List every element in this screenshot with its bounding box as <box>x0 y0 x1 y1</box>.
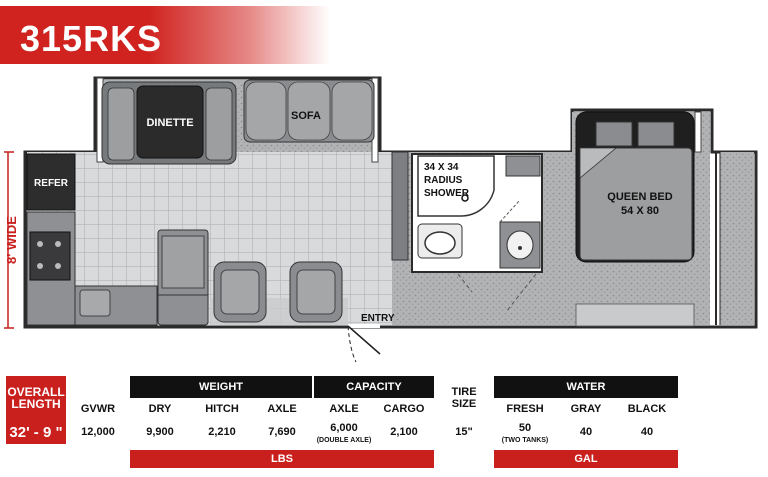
black-label: BLACK <box>627 403 667 415</box>
width-label: 8' WIDE <box>4 216 19 264</box>
axle-value: 7,690 <box>268 426 296 438</box>
capacity-axle-label: AXLE <box>329 403 359 415</box>
capacity-header: CAPACITY <box>314 376 434 398</box>
black-value: 40 <box>640 426 654 438</box>
kitchen-counter <box>26 211 158 326</box>
capacity-axle-note: (DOUBLE AXLE) <box>316 436 372 444</box>
queen-bed: QUEEN BED 54 X 80 <box>575 111 695 263</box>
wardrobe <box>575 303 695 327</box>
hitch-value: 2,210 <box>208 426 236 438</box>
dry-value: 9,900 <box>146 426 174 438</box>
sofa-label: SOFA <box>291 110 321 122</box>
shower-radius-label: RADIUS <box>424 175 463 186</box>
fresh-note: (TWO TANKS) <box>501 436 549 444</box>
entry-label: ENTRY <box>361 313 395 324</box>
axle-label: AXLE <box>267 403 297 415</box>
tire-size-value: 15" <box>455 426 473 438</box>
model-name: 315RKS <box>20 18 163 59</box>
shower-label: SHOWER <box>424 188 470 199</box>
kitchen-island <box>157 229 209 326</box>
entry-door: ENTRY <box>347 313 395 363</box>
rear-closet <box>720 152 754 325</box>
fresh-value: 50(TWO TANKS) <box>494 420 556 448</box>
floor-plan: 8' WIDE DINETTE SOFA REFER <box>4 76 758 363</box>
bathroom: 34 X 34 RADIUS SHOWER <box>411 153 543 273</box>
dry-label: DRY <box>148 403 172 415</box>
bed-size-label: 54 X 80 <box>621 205 659 217</box>
refer-label: REFER <box>34 178 69 189</box>
lbs-unit: LBS <box>130 450 434 468</box>
gal-unit: GAL <box>494 450 678 468</box>
model-title-banner: 315RKS <box>0 6 330 64</box>
gvwr-value: 12,000 <box>81 426 115 438</box>
gvwr-label: GVWR <box>80 403 116 415</box>
sofa: SOFA <box>243 79 375 143</box>
cargo-label: CARGO <box>383 403 425 415</box>
fresh-label: FRESH <box>506 403 544 415</box>
gray-label: GRAY <box>570 403 602 415</box>
dinette-label: DINETTE <box>146 117 193 129</box>
shower-size-label: 34 X 34 <box>424 162 459 173</box>
gray-value: 40 <box>579 426 593 438</box>
recliners <box>210 261 348 325</box>
refrigerator: REFER <box>26 153 76 211</box>
cargo-value: 2,100 <box>390 426 418 438</box>
hitch-label: HITCH <box>205 403 239 415</box>
bed-label: QUEEN BED <box>607 191 672 203</box>
water-header: WATER <box>494 376 678 398</box>
weight-header: WEIGHT <box>130 376 312 398</box>
dinette: DINETTE <box>101 81 237 165</box>
overall-length-value: 32' - 9 " <box>6 420 66 444</box>
width-dimension: 8' WIDE <box>4 151 19 329</box>
capacity-axle-value: 6,000(DOUBLE AXLE) <box>314 420 374 448</box>
